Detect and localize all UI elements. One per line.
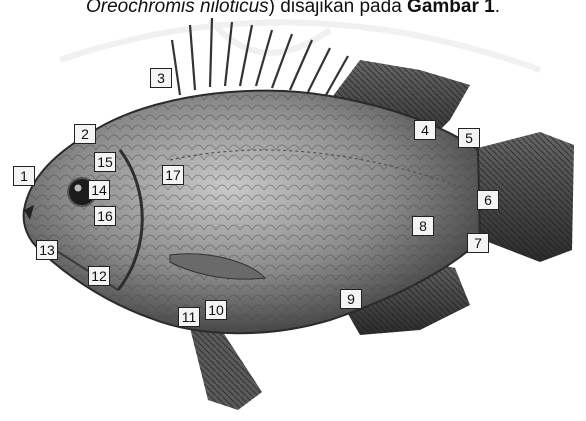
part-label-12: 12 (88, 266, 110, 286)
part-label-11: 11 (178, 307, 200, 327)
part-label-3: 3 (150, 68, 172, 88)
part-label-7: 7 (467, 233, 489, 253)
part-label-13: 13 (36, 240, 58, 260)
background-ornament (60, 20, 540, 70)
part-label-8: 8 (412, 216, 434, 236)
part-label-4: 4 (414, 120, 436, 140)
part-label-5: 5 (458, 128, 480, 148)
part-label-15: 15 (94, 152, 116, 172)
part-label-14: 14 (88, 180, 110, 200)
part-label-1: 1 (13, 166, 35, 186)
part-label-10: 10 (205, 300, 227, 320)
part-label-6: 6 (477, 190, 499, 210)
part-label-16: 16 (94, 206, 116, 226)
part-label-9: 9 (340, 289, 362, 309)
part-label-2: 2 (74, 124, 96, 144)
part-label-17: 17 (162, 165, 184, 185)
